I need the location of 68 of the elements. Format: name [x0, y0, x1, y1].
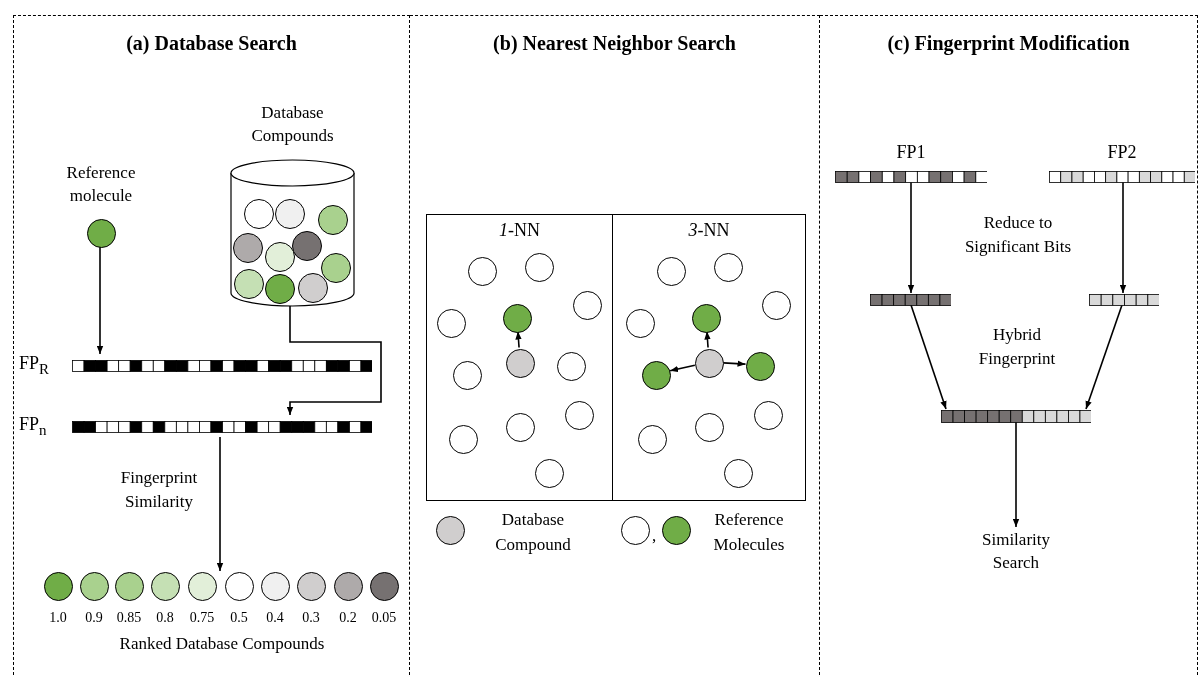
legend-label: Reference Molecules	[712, 509, 786, 556]
molecule-circle	[556, 351, 586, 381]
molecule-circle	[564, 400, 594, 430]
similarity-score: 0.85	[115, 609, 143, 627]
neighbor-box	[612, 214, 806, 501]
panel-title: (a) Database Search	[125, 31, 298, 56]
similarity-score: 0.05	[370, 609, 398, 627]
arrow	[669, 364, 696, 373]
legend-label: Database Compound	[494, 509, 572, 556]
comma: ,	[650, 525, 658, 547]
arrow	[96, 246, 104, 355]
molecule-circle	[524, 252, 554, 282]
fingerprint-label: FP$_{R}$	[19, 351, 51, 379]
molecule-circle	[448, 424, 478, 454]
arrow	[1012, 421, 1020, 528]
arrow	[216, 436, 224, 572]
result-label: Similarity Search	[981, 529, 1051, 574]
panel-title: (b) Nearest Neighbor Search	[492, 31, 737, 56]
molecule-circle	[753, 400, 783, 430]
annotation-text: Hybrid Fingerprint	[977, 324, 1057, 370]
box-title: 3-NN	[687, 219, 731, 241]
molecule-circle	[572, 290, 602, 320]
molecule-circle	[467, 256, 497, 286]
molecule-circle	[761, 290, 791, 320]
molecule-circle	[641, 360, 671, 390]
similarity-score: 0.9	[84, 609, 104, 627]
molecule-circle	[505, 412, 535, 442]
similarity-score: 0.75	[188, 609, 216, 627]
molecule-circle	[691, 303, 721, 333]
panel-frame	[820, 15, 1198, 675]
similarity-score: 0.5	[229, 609, 249, 627]
molecule-circle	[534, 458, 564, 488]
molecule-circle	[745, 351, 775, 381]
annotation-text: Reduce to Significant Bits	[963, 212, 1073, 258]
similarity-score: 1.0	[48, 609, 68, 627]
arrow	[704, 330, 711, 349]
arrow	[1085, 304, 1123, 410]
arrow	[722, 360, 747, 367]
fingerprint-label: FP$_{n}$	[19, 412, 48, 440]
similarity-score: 0.2	[338, 609, 358, 627]
similarity-score: 0.8	[155, 609, 175, 627]
molecule-circle	[723, 458, 753, 488]
arrow	[515, 330, 522, 349]
molecule-circle	[452, 360, 482, 390]
molecule-circle	[656, 256, 686, 286]
arrow	[1119, 181, 1127, 294]
database-label: Database Compounds	[250, 102, 335, 147]
molecule-circle	[637, 424, 667, 454]
fingerprint-label: FP1	[895, 141, 927, 164]
molecule-circle	[436, 308, 466, 338]
ranked-list-label: Ranked Database Compounds	[118, 633, 326, 655]
similarity-score: 0.4	[265, 609, 285, 627]
molecule-circle	[694, 412, 724, 442]
molecule-circle	[502, 303, 532, 333]
molecule-label: Reference molecule	[65, 162, 137, 207]
molecule-circle	[505, 348, 535, 378]
panel-title: (c) Fingerprint Modification	[886, 31, 1131, 56]
molecule-circle	[713, 252, 743, 282]
box-title: 1-NN	[498, 219, 541, 241]
arrow	[910, 304, 947, 410]
arrow	[286, 305, 382, 416]
molecule-circle	[694, 348, 724, 378]
panel-frame	[410, 15, 820, 675]
fingerprint-label: FP2	[1106, 141, 1138, 164]
neighbor-box	[426, 214, 613, 501]
molecule-circle	[625, 308, 655, 338]
arrow	[907, 181, 915, 294]
similarity-score: 0.3	[301, 609, 321, 627]
